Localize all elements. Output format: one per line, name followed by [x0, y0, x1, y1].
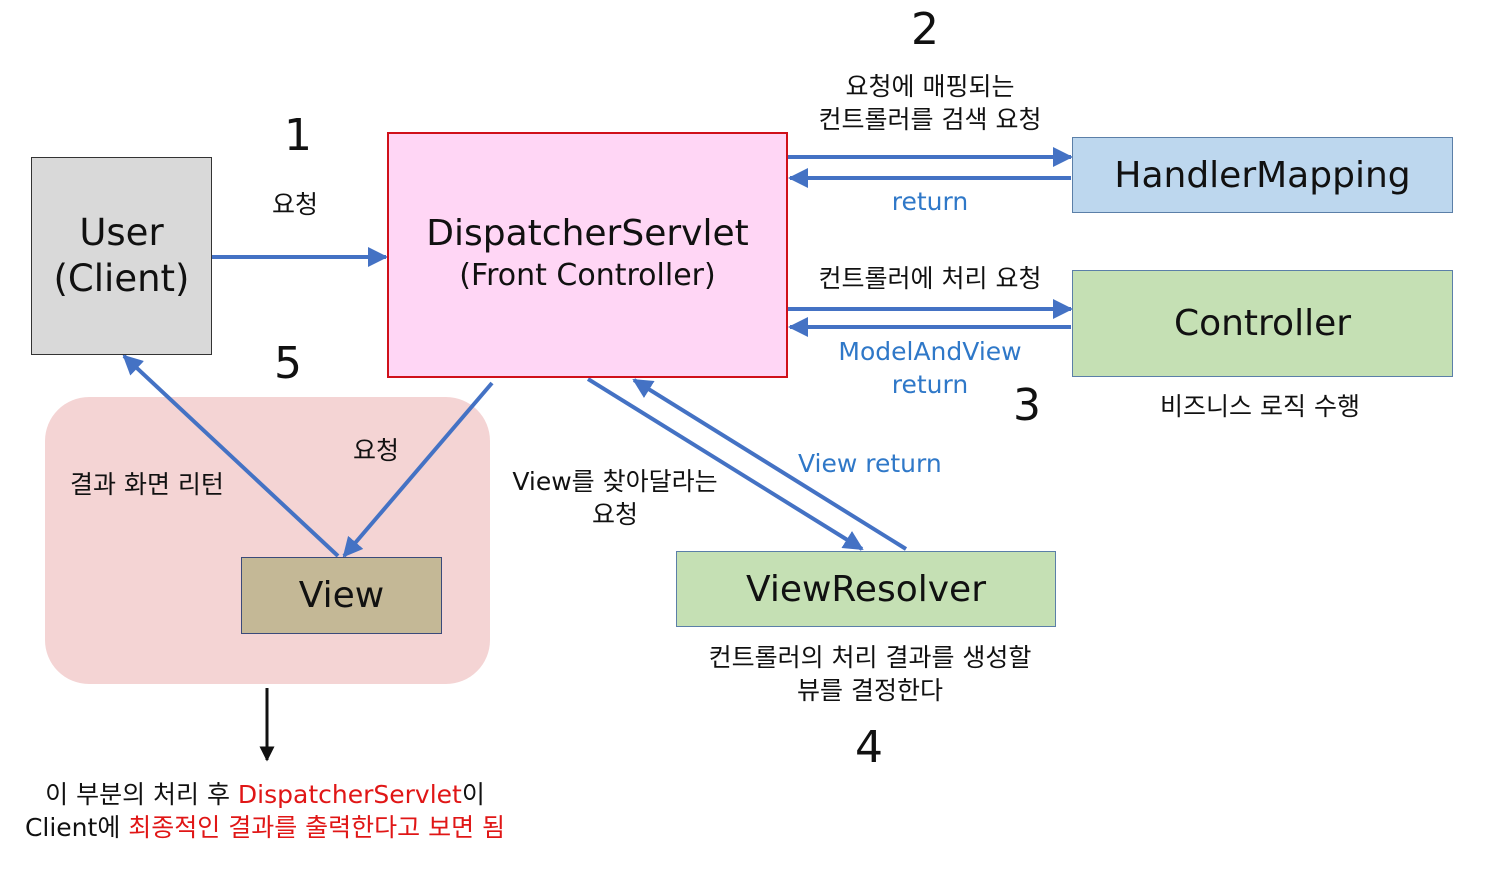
handler-mapping-label: HandlerMapping: [1114, 154, 1411, 196]
arrow-dispatcher-to-viewresolver: [586, 377, 864, 551]
label-business-logic: 비즈니스 로직 수행: [1160, 392, 1360, 421]
view-label: View: [298, 575, 385, 616]
label-vr-desc-line1: 컨트롤러의 처리 결과를 생성할: [708, 643, 1032, 672]
label-request-user: 요청: [272, 190, 319, 219]
label-view-find-line1: View를 찾아달라는: [512, 467, 718, 496]
label-handlermapping-request: 요청에 매핑되는 컨트롤러를 검색 요청: [780, 70, 1080, 136]
handler-mapping-box: HandlerMapping: [1072, 137, 1453, 213]
controller-label: Controller: [1173, 303, 1352, 344]
dispatcher-line2: (Front Controller): [459, 258, 716, 293]
step-2: 2: [911, 4, 939, 55]
dispatcher-line1: DispatcherServlet: [426, 213, 749, 254]
view-resolver-label: ViewResolver: [745, 568, 986, 610]
arrow-dispatcher-to-view: [342, 381, 494, 558]
label-ctrl-return-line2: return: [891, 370, 969, 399]
label-vr-desc-line2: 뷰를 결정한다: [797, 676, 943, 705]
label-view-find-line2: 요청: [591, 500, 638, 529]
view-box: View: [241, 557, 442, 634]
footnote-line1: 이 부분의 처리 후 DispatcherServlet이: [10, 778, 520, 811]
arrow-view-to-user: [122, 354, 340, 558]
label-controller-return: ModelAndView return: [800, 335, 1060, 401]
label-viewresolver-desc: 컨트롤러의 처리 결과를 생성할 뷰를 결정한다: [670, 641, 1070, 707]
label-view-request: 요청: [353, 436, 400, 465]
label-hm-line1: 요청에 매핑되는: [845, 72, 1015, 101]
label-view-find-request: View를 찾아달라는 요청: [490, 465, 740, 531]
footnote-line1-a: 이 부분의 처리 후: [45, 780, 238, 809]
user-line1: User: [79, 211, 164, 254]
step-1: 1: [284, 110, 312, 161]
controller-box: Controller: [1072, 270, 1453, 377]
footnote-line1-b: 이: [461, 780, 485, 809]
footnote-line1-red: DispatcherServlet: [237, 780, 462, 809]
user-line2: (Client): [53, 257, 190, 300]
dispatcher-servlet-box: DispatcherServlet (Front Controller): [387, 132, 788, 378]
view-resolver-box: ViewResolver: [676, 551, 1056, 627]
label-view-return: View return: [798, 449, 942, 478]
step-5: 5: [274, 338, 302, 389]
footnote-line2: Client에 최종적인 결과를 출력한다고 보면 됨: [10, 811, 520, 844]
footnote: 이 부분의 처리 후 DispatcherServlet이 Client에 최종…: [10, 778, 520, 844]
label-handlermapping-return: return: [891, 187, 969, 216]
footnote-line2-red: 최종적인 결과를 출력한다고 보면 됨: [128, 813, 506, 842]
label-ctrl-return-line1: ModelAndView: [838, 337, 1022, 366]
step-3: 3: [1013, 380, 1041, 431]
label-hm-line2: 컨트롤러를 검색 요청: [818, 105, 1042, 134]
footnote-line2-a: Client에: [24, 813, 129, 842]
step-4: 4: [855, 722, 883, 773]
label-controller-request: 컨트롤러에 처리 요청: [818, 264, 1042, 293]
arrow-viewresolver-return: [632, 378, 908, 551]
view-region: [45, 397, 490, 684]
label-result-return: 결과 화면 리턴: [70, 470, 224, 499]
user-client-box: User (Client): [31, 157, 212, 355]
